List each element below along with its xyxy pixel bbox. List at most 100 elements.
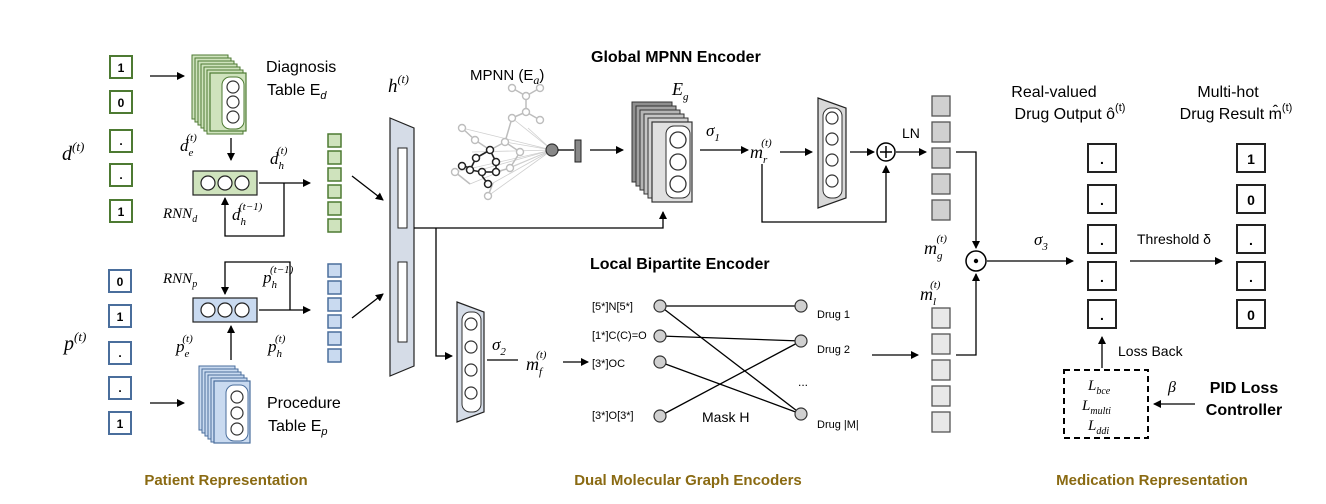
multi-hot-value: 1 <box>1247 151 1255 167</box>
diagnosis-hidden-vector <box>327 133 342 233</box>
substructure-label: [1*]C(C)=O <box>592 330 647 342</box>
procedure-cell-value: . <box>118 381 121 395</box>
diagnosis-cell-value: 1 <box>118 61 125 75</box>
procedure-cell <box>108 304 132 328</box>
diagnosis-cell-value: 1 <box>118 205 125 219</box>
procedure-table-label-2: Table Ep <box>268 418 328 438</box>
patient-hidden-label: h(t) <box>388 72 409 97</box>
multi-hot-cell <box>1236 224 1266 254</box>
real-output-cell <box>1087 299 1117 329</box>
procedure-table-stack <box>198 365 251 444</box>
procedure-cell-value: 1 <box>117 417 124 431</box>
real-output-cell <box>1087 261 1117 291</box>
procedure-hidden-label: ph(t) <box>267 333 286 360</box>
m-r-label: mr(t) <box>750 137 772 166</box>
rnn-p-block <box>192 297 258 323</box>
rnn-p-label: RNNp <box>162 271 197 290</box>
multi-hot-cell <box>1236 184 1266 214</box>
local-encoder-title: Local Bipartite Encoder <box>590 256 770 273</box>
pid-controller-label-2: Controller <box>1206 402 1282 419</box>
residual-arrow <box>761 164 890 223</box>
rnn-d-block <box>192 170 258 196</box>
procedure-embedding-label: pe(t) <box>175 333 193 360</box>
drug-label: Drug 2 <box>817 344 850 356</box>
diagnosis-cell <box>109 90 133 114</box>
patient-hidden-vector <box>389 117 415 377</box>
procedure-prev-hidden-label: ph(t−1) <box>262 264 294 291</box>
procedure-cell-value: 1 <box>117 310 124 324</box>
global-embedding-label: Eg <box>671 79 689 103</box>
substructure-label: [5*]N[5*] <box>592 301 633 313</box>
diagnosis-cell <box>109 55 133 79</box>
multi-hot-cell <box>1236 261 1266 291</box>
recurrent-arrow <box>221 183 285 237</box>
sum-icon <box>876 142 896 162</box>
multi-hot-value: . <box>1249 269 1253 285</box>
sigma1-label: σ1 <box>706 121 720 144</box>
multi-hot-cell <box>1236 143 1266 173</box>
arrow <box>351 293 384 319</box>
recurrent-arrow <box>221 261 291 310</box>
arrow <box>351 175 384 201</box>
local-output-vector <box>931 307 951 433</box>
substructure-label: [3*]OC <box>592 358 625 370</box>
bipartite-nodes <box>653 299 808 423</box>
procedure-cell <box>108 341 132 365</box>
substructure-label: [3*]O[3*] <box>592 410 634 422</box>
mlp-block <box>817 97 847 209</box>
procedure-input-label: p(t) <box>62 329 86 355</box>
multi-hot-title: Multi-hot <box>1197 84 1259 101</box>
rnn-d-label: RNNd <box>162 206 198 225</box>
diagnosis-cell-value: . <box>119 168 122 182</box>
real-output-value: . <box>1100 269 1104 285</box>
procedure-cell-value: . <box>118 346 121 360</box>
global-output-vector <box>931 95 951 221</box>
m-g-label: mg(t) <box>924 233 947 262</box>
drug-label: ... <box>798 375 808 389</box>
mask-label: Mask H <box>702 409 749 425</box>
layer-norm-label: LN <box>902 125 920 141</box>
threshold-label: Threshold δ <box>1137 231 1211 247</box>
procedure-table-label: Procedure <box>267 395 341 412</box>
procedure-cell-value: 0 <box>117 275 124 289</box>
diagnosis-table-stack <box>191 54 247 135</box>
arrow-to-global-encoder <box>414 211 667 229</box>
multi-hot-vector: 1 0 . . 0 <box>1236 143 1266 329</box>
real-output-value: . <box>1100 307 1104 323</box>
beta-label: β <box>1167 379 1176 396</box>
diagnosis-table-label: Diagnosis <box>266 59 336 76</box>
m-l-label: ml(t) <box>920 279 941 308</box>
section-patient-label: Patient Representation <box>144 472 307 489</box>
procedure-cell <box>108 376 132 400</box>
procedure-cell <box>108 411 132 435</box>
multi-hot-value: 0 <box>1247 192 1255 208</box>
diagnosis-cell-value: 0 <box>118 96 125 110</box>
mpnn-label: MPNN (Ea) <box>470 67 544 87</box>
real-output-cell <box>1087 224 1117 254</box>
bipartite-edges <box>659 305 802 417</box>
loss-box <box>1063 369 1149 439</box>
procedure-vector: 0 1 . . 1 <box>108 269 132 435</box>
procedure-cell <box>108 269 132 293</box>
drug-label: Drug |M| <box>817 419 859 431</box>
multi-hot-cell <box>1236 299 1266 329</box>
diagnosis-table-label-2: Table Ed <box>267 82 327 102</box>
hadamard-icon <box>965 250 987 272</box>
multi-hot-title-2: Drug Result m̂(t) <box>1180 102 1293 123</box>
real-output-title-2: Drug Output ô(t) <box>1015 102 1126 123</box>
loss-bce-label: Lbce <box>1087 378 1111 397</box>
real-output-title: Real-valued <box>1011 84 1096 101</box>
procedure-hidden-vector <box>327 263 342 363</box>
diagnosis-vector: 1 0 . . 1 <box>109 55 133 223</box>
real-output-vector: . . . . . <box>1087 143 1117 329</box>
m-f-label: mf(t) <box>526 349 547 378</box>
multi-hot-value: . <box>1249 232 1253 248</box>
molecule-graph <box>450 83 582 201</box>
real-output-value: . <box>1100 151 1104 167</box>
section-medication-label: Medication Representation <box>1056 472 1248 489</box>
diagnosis-cell-value: . <box>119 134 122 148</box>
diagnosis-hidden-label: dh(t) <box>270 145 288 172</box>
drug-label: Drug 1 <box>817 309 850 321</box>
arrow <box>956 273 980 356</box>
